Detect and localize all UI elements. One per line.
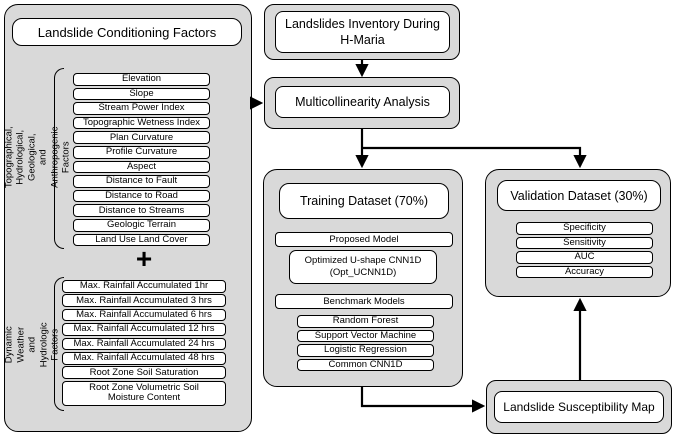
dynamic-factor-item: Max. Rainfall Accumulated 1hr [62,280,226,293]
benchmark-model-item: Common CNN1D [297,358,434,371]
static-factor-item: Stream Power Index [73,102,210,115]
static-factor-item: Plan Curvature [73,131,210,144]
validation-title: Validation Dataset (30%) [497,180,661,211]
susceptibility-title: Landslide Susceptibility Map [494,391,664,423]
static-factor-item: Elevation [73,73,210,86]
validation-metric-item: Specificity [516,222,653,235]
benchmark-model-item: Support Vector Machine [297,329,434,342]
static-factor-item: Profile Curvature [73,146,210,159]
training-title: Training Dataset (70%) [279,183,449,219]
plus-sign: + [135,243,153,274]
arrow-multicollinearity-to-validation [362,146,587,169]
dynamic-factor-item: Root Zone Soil Saturation [62,366,226,379]
validation-metric-item: AUC [516,251,653,264]
proposed-model-box: Optimized U-shape CNN1D (Opt_UCNN1D) [289,250,437,284]
dynamic-factor-item: Root Zone Volumetric Soil Moisture Conte… [62,380,226,406]
benchmark-model-item: Logistic Regression [297,344,434,357]
multicollinearity-title: Multicollinearity Analysis [275,86,450,118]
inventory-title: Landslides Inventory During H-Maria [275,11,450,53]
validation-metric-item: Accuracy [516,265,653,279]
arrow-training-to-susceptibility [360,387,486,413]
proposed-model-label: Proposed Model [275,232,453,247]
dynamic-factor-item: Max. Rainfall Accumulated 3 hrs [62,294,226,307]
static-factor-item: Topographic Wetness Index [73,116,210,130]
static-factor-item: Aspect [73,160,210,174]
dynamic-factor-item: Max. Rainfall Accumulated 24 hrs [62,337,226,351]
benchmark-model-item: Random Forest [297,315,434,328]
static-factor-item: Distance to Streams [73,204,210,217]
static-factor-item: Distance to Fault [73,175,210,188]
validation-metric-item: Sensitivity [516,236,653,250]
static-factor-item: Land Use Land Cover [73,233,210,247]
conditioning-factors-title: Landslide Conditioning Factors [12,18,242,46]
dynamic-factor-item: Max. Rainfall Accumulated 6 hrs [62,308,226,322]
dynamic-factor-item: Max. Rainfall Accumulated 12 hrs [62,323,226,336]
static-factor-item: Geologic Terrain [73,219,210,232]
dynamic-factor-item: Max. Rainfall Accumulated 48 hrs [62,352,226,365]
static-factor-item: Slope [73,87,210,101]
static-factor-item: Distance to Road [73,189,210,203]
benchmark-models-label: Benchmark Models [275,294,453,309]
